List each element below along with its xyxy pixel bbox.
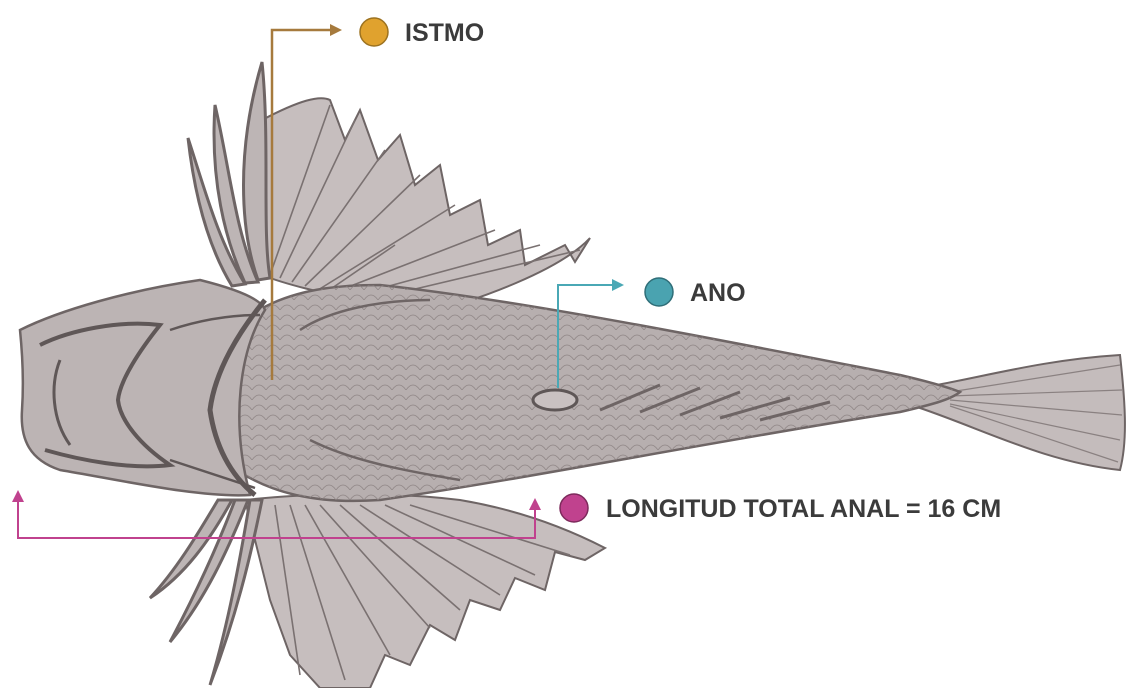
- ano-dot: [645, 278, 673, 306]
- istmo-dot: [360, 18, 388, 46]
- longitud-dot: [560, 494, 588, 522]
- lower-pectoral-fin: [245, 494, 605, 688]
- lower-free-rays: [150, 500, 262, 685]
- istmo-label: ISTMO: [405, 19, 484, 47]
- ano-label: ANO: [690, 279, 746, 307]
- longitud-label: LONGITUD TOTAL ANAL = 16 CM: [606, 495, 1001, 523]
- upper-pectoral-fin: [262, 98, 590, 315]
- anus-mark: [533, 390, 577, 410]
- upper-free-rays: [188, 62, 270, 286]
